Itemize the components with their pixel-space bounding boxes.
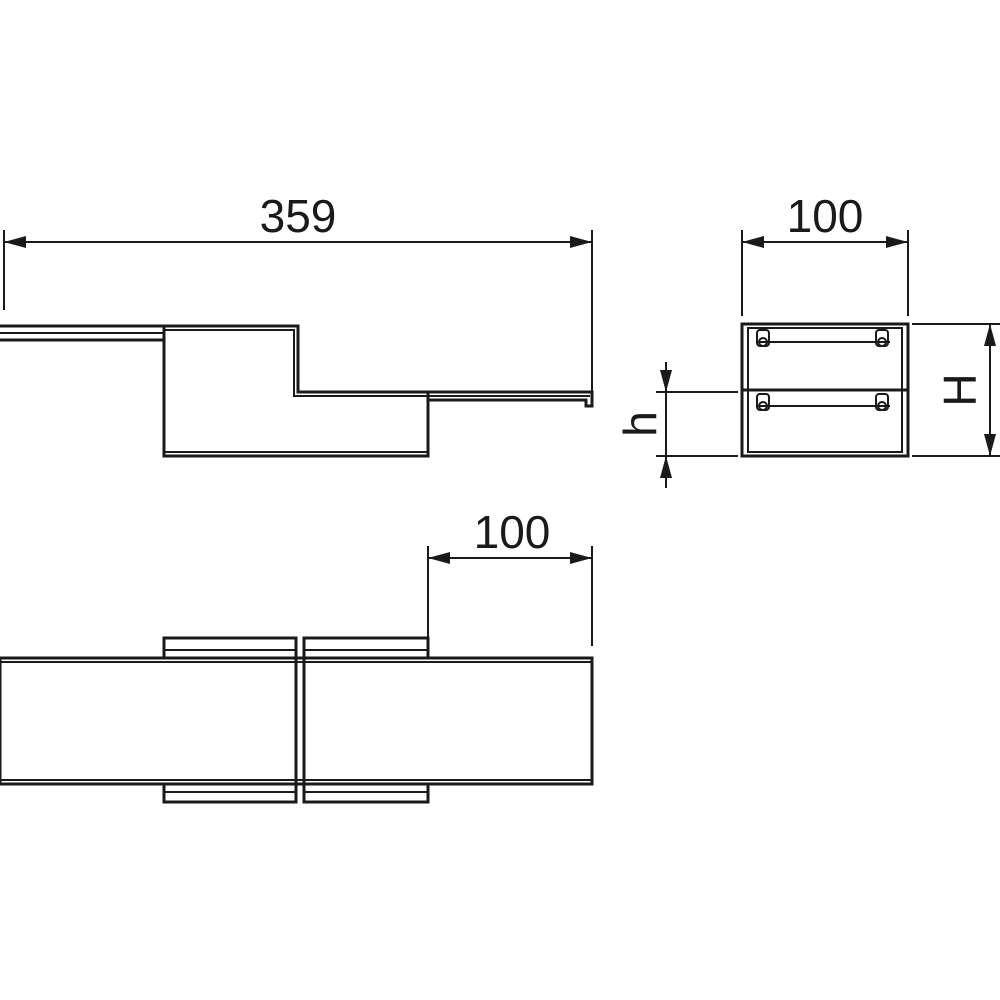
clip-icon [756, 393, 770, 411]
cross-section: 100 [614, 190, 1000, 488]
width-label: 100 [787, 190, 864, 242]
upper-cover-strips [162, 636, 430, 660]
duct-housing [740, 322, 910, 458]
overall-length-dimension: 359 [3, 190, 593, 392]
clip-icon [756, 329, 770, 347]
height-dimension: H [912, 323, 1000, 457]
height-label: H [934, 373, 986, 406]
offset-dimension: 100 [427, 506, 593, 646]
overall-length-label: 359 [260, 190, 337, 242]
lower-cover-strips [162, 782, 430, 804]
top-view: 100 [0, 506, 594, 804]
lower-compartment-dimension: h [614, 362, 738, 488]
duct-body-top [0, 656, 594, 786]
left-rail-strip [0, 324, 166, 342]
lower-compartment-label: h [614, 411, 666, 437]
clip-icon [875, 329, 889, 347]
clip-icon [875, 393, 889, 411]
lid-clips [756, 329, 889, 411]
side-view: 359 [0, 190, 594, 458]
offset-label: 100 [474, 506, 551, 558]
right-rail-strip [428, 390, 594, 408]
step-profile [162, 324, 430, 458]
width-dimension: 100 [741, 190, 909, 316]
